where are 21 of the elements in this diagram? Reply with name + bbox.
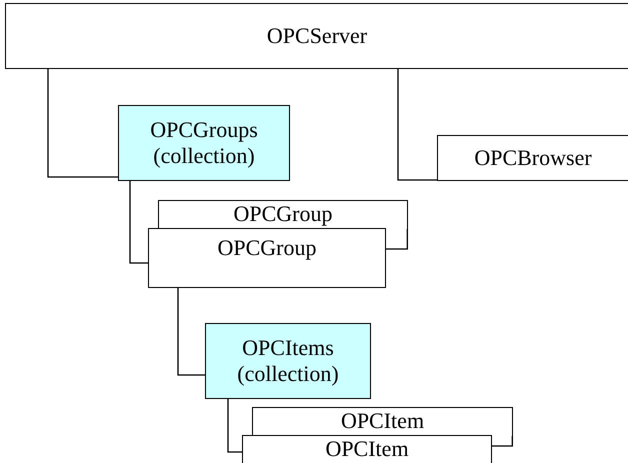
node-label: OPCItem: [340, 408, 424, 434]
node-label: OPCBrowser: [474, 145, 592, 171]
object-box: [158, 200, 408, 229]
node-label: OPCItems (collection): [236, 335, 340, 387]
object-box: [242, 435, 492, 463]
object-box: [118, 105, 290, 181]
object-box: [205, 323, 371, 399]
connector-line: [47, 69, 118, 178]
connector-line: [177, 288, 205, 376]
node-label: OPCGroup: [217, 235, 316, 261]
node-label: OPCGroup: [233, 201, 332, 227]
connector-line: [227, 399, 242, 453]
object-box: [252, 407, 513, 436]
node-label: OPCServer: [266, 23, 368, 49]
node-label: OPCItem: [325, 436, 409, 462]
node-label: OPCGroups (collection): [149, 117, 259, 169]
connector-line: [397, 69, 437, 181]
object-box: [437, 135, 628, 181]
connector-line: [129, 181, 148, 264]
object-box: [5, 3, 628, 69]
object-box: [148, 228, 386, 288]
